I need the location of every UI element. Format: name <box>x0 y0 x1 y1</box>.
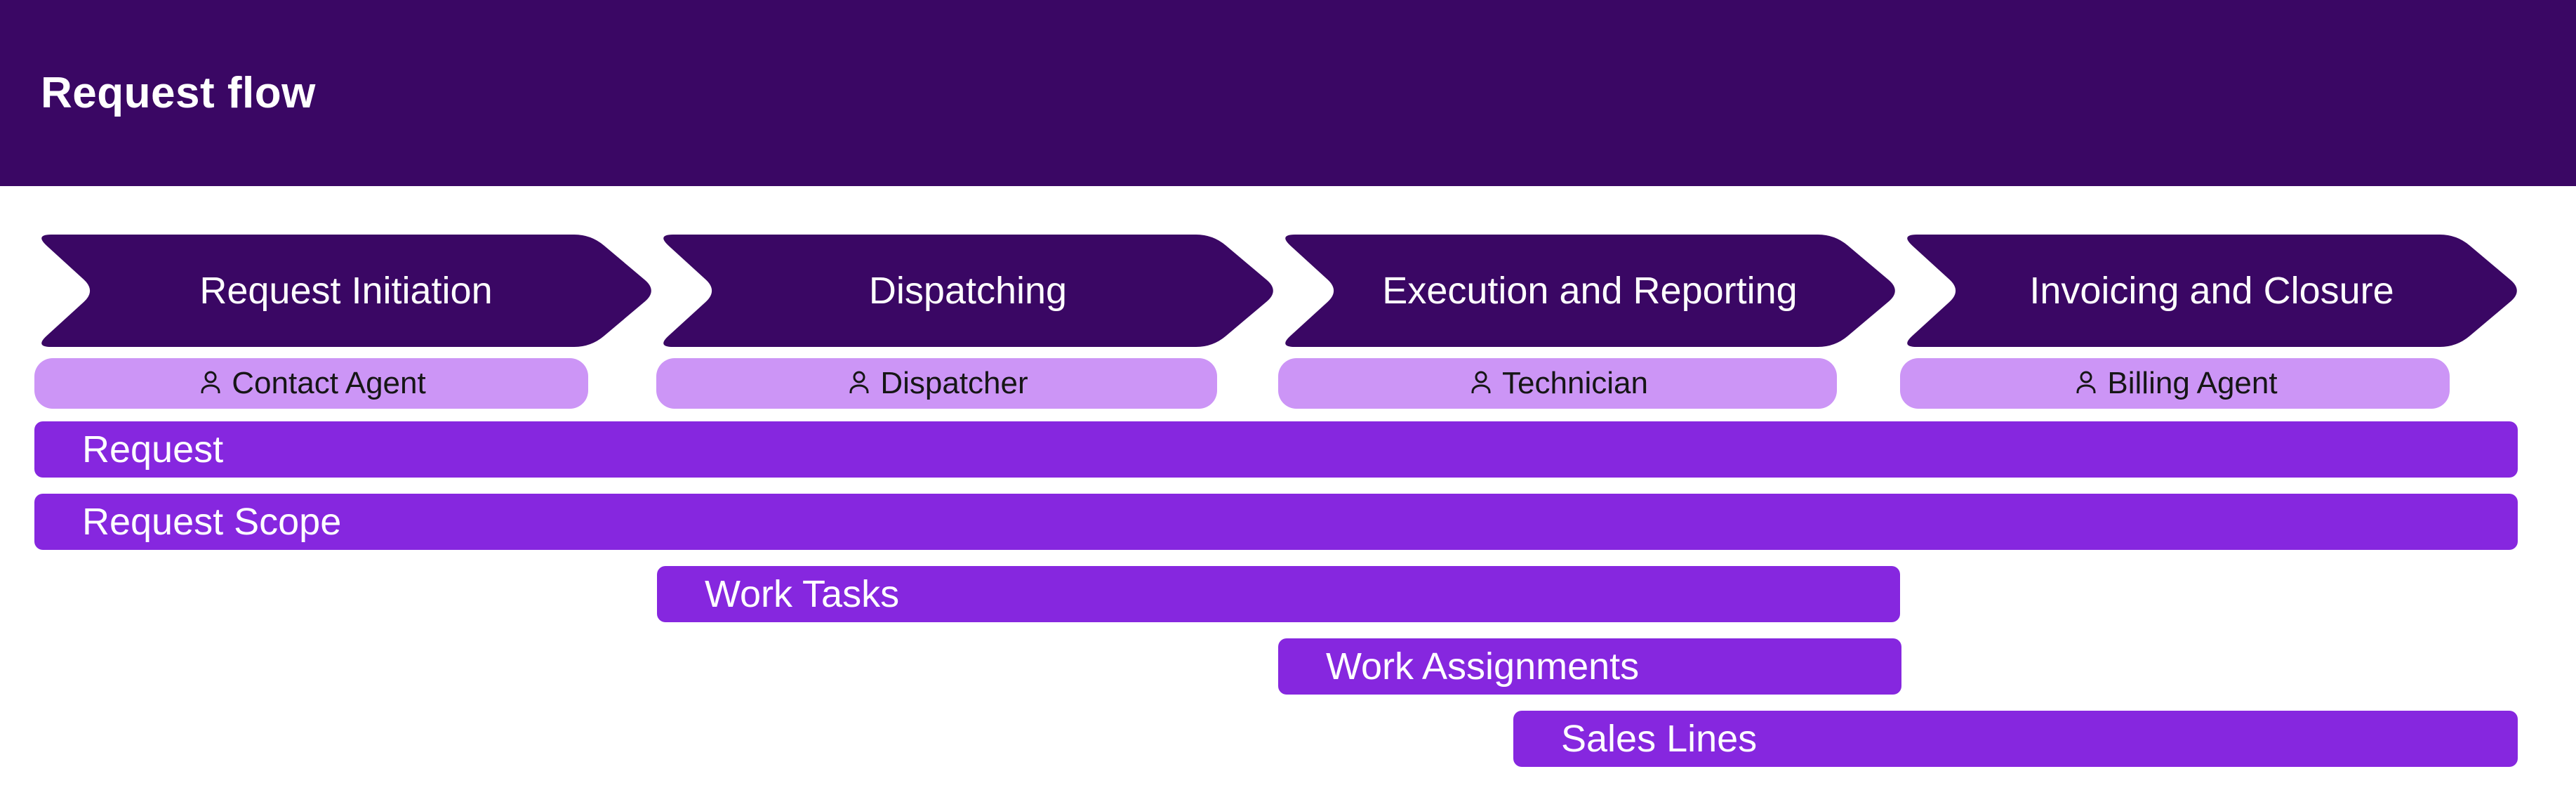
phase-invoicing-and-closure: Invoicing and Closure Billing Agent <box>1900 235 2523 409</box>
bar-label: Work Assignments <box>1326 645 1640 688</box>
person-icon <box>2076 371 2096 393</box>
person-icon <box>849 371 869 393</box>
person-icon <box>1471 371 1491 393</box>
page-title: Request flow <box>41 69 316 117</box>
phase-execution-and-reporting: Execution and Reporting Technician <box>1278 235 1901 409</box>
chevron-arrow-shape <box>41 235 651 347</box>
bar-sales-lines: Sales Lines <box>1513 711 2518 767</box>
role-pill-dispatcher: Dispatcher <box>656 358 1217 409</box>
chevron-arrow-shape <box>1907 235 2517 347</box>
role-label: Technician <box>1502 366 1648 400</box>
role-label: Billing Agent <box>2107 366 2278 400</box>
person-icon <box>201 371 220 393</box>
bar-label: Sales Lines <box>1561 718 1758 760</box>
chevron-arrow-shape <box>1285 235 1895 347</box>
phase-request-initiation: Request Initiation Contact Agent <box>34 235 658 409</box>
bar-label: Request Scope <box>82 501 342 543</box>
phase-dispatching: Dispatching Dispatcher <box>656 235 1280 409</box>
role-label: Contact Agent <box>232 366 426 400</box>
role-label: Dispatcher <box>880 366 1028 400</box>
bar-label: Work Tasks <box>705 573 900 615</box>
bar-label: Request <box>82 428 224 471</box>
chevron-arrow-shape <box>663 235 1273 347</box>
role-pill-contact-agent: Contact Agent <box>34 358 588 409</box>
header-band: Request flow <box>0 0 2576 186</box>
bar-request: Request <box>34 421 2518 478</box>
bar-work-assignments: Work Assignments <box>1278 638 1901 695</box>
bar-work-tasks: Work Tasks <box>657 566 1900 622</box>
bar-request-scope: Request Scope <box>34 494 2518 550</box>
role-pill-technician: Technician <box>1278 358 1837 409</box>
role-pill-billing-agent: Billing Agent <box>1900 358 2450 409</box>
